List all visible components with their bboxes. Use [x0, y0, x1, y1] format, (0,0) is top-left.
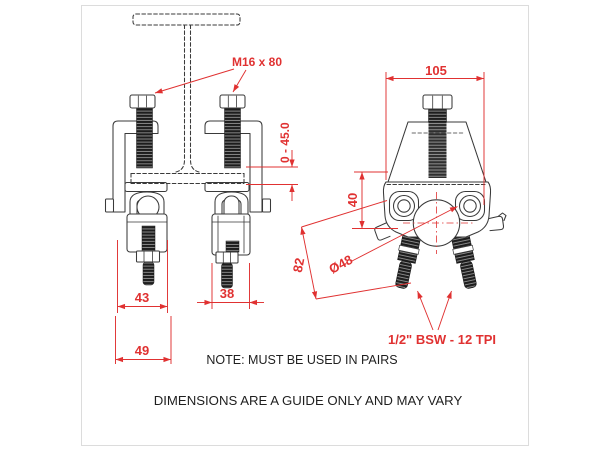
dim-coupler-overall-width: 49 — [135, 343, 149, 358]
clamp-bolt-right — [219, 94, 246, 169]
clamp-bolt-left — [129, 94, 156, 169]
dim-coupler-width-front: 43 — [135, 290, 149, 305]
front-view — [104, 13, 272, 289]
dim-thread-spec: 1/2" BSW - 12 TPI — [388, 332, 496, 347]
dim-overall-width: 105 — [425, 63, 447, 78]
dim-jaw-range: 0 - 45.0 — [278, 122, 292, 163]
stud-left — [142, 261, 155, 286]
i-beam-top-flange — [132, 13, 241, 26]
note-use-in-pairs: NOTE: MUST BE USED IN PAIRS — [206, 353, 397, 367]
stud-right — [221, 262, 233, 289]
dim-coupler-depth: 38 — [220, 286, 234, 301]
beam-clamp-left — [104, 120, 168, 286]
hex-bolt-head-side — [422, 94, 453, 110]
dim-diagonal: 82 — [290, 257, 307, 274]
hex-nut-right — [215, 251, 239, 264]
flap-lug-right — [486, 212, 507, 232]
side-stud-left — [395, 233, 421, 289]
i-beam — [130, 13, 245, 185]
dim-bolt-spec: M16 x 80 — [232, 55, 282, 69]
side-bolt-thread-internal — [428, 122, 447, 178]
leader-bolt-left — [154, 68, 235, 94]
hex-bolt-head-left — [129, 94, 156, 109]
dim-vertical-offset: 40 — [345, 193, 360, 207]
beam-clamp-right — [204, 120, 272, 289]
clamp-side-tab — [104, 198, 115, 213]
t-bolt-thread-right — [225, 240, 240, 253]
t-bolt-thread-left — [141, 225, 156, 252]
side-stud-right — [451, 233, 477, 289]
side-view — [374, 94, 507, 289]
hex-nut-left — [135, 250, 161, 263]
clamp-side-tab — [261, 198, 272, 213]
flap-lug-left — [374, 222, 391, 241]
i-beam-web — [175, 24, 186, 173]
hex-bolt-head-right — [219, 94, 246, 109]
note-disclaimer: DIMENSIONS ARE A GUIDE ONLY AND MAY VARY — [154, 393, 463, 408]
leader-bolt-right — [232, 69, 247, 93]
